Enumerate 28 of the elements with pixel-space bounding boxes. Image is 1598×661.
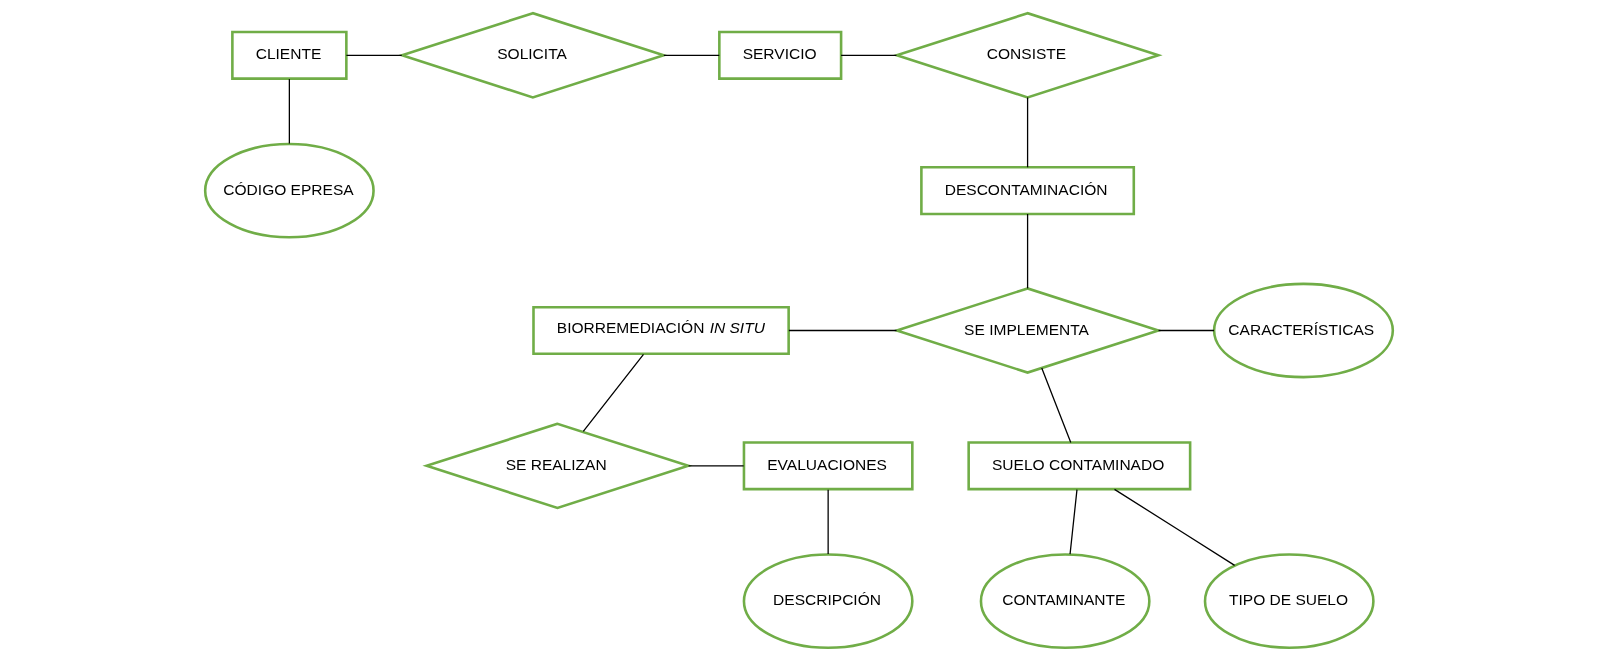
node-diamond: SOLICITA — [397, 11, 668, 99]
node-box: BIORREMEDIACIÓN IN SITU — [532, 305, 790, 356]
node-ellipse: CONTAMINANTE — [979, 553, 1151, 650]
connector — [663, 54, 720, 56]
connector — [1069, 489, 1078, 555]
node-ellipse: DESCRIPCIÓN — [742, 553, 914, 650]
connector — [1026, 96, 1029, 168]
node-diamond: CONSISTE — [892, 11, 1163, 99]
connector — [788, 329, 898, 332]
node-ellipse: TIPO DE SUELO — [1203, 553, 1375, 650]
node-box: CLIENTE — [231, 30, 348, 80]
connector — [345, 54, 403, 56]
connector — [1157, 329, 1215, 332]
connector — [1026, 213, 1029, 289]
connector — [1113, 488, 1236, 566]
connector — [827, 489, 829, 555]
node-diamond: SE REALIZAN — [422, 422, 693, 510]
node-ellipse: CÓDIGO EPRESA — [203, 142, 375, 239]
node-box: DESCONTAMINACIÓN — [920, 166, 1136, 216]
connector — [1041, 367, 1072, 444]
node-ellipse: CARACTERÍSTICAS — [1212, 282, 1395, 379]
connector — [288, 78, 290, 145]
connector — [687, 465, 745, 467]
connector — [840, 54, 898, 56]
node-box: EVALUACIONES — [742, 441, 914, 491]
node-box: SERVICIO — [718, 30, 843, 80]
node-box: SUELO CONTAMINADO — [967, 441, 1192, 491]
connector — [582, 353, 645, 433]
